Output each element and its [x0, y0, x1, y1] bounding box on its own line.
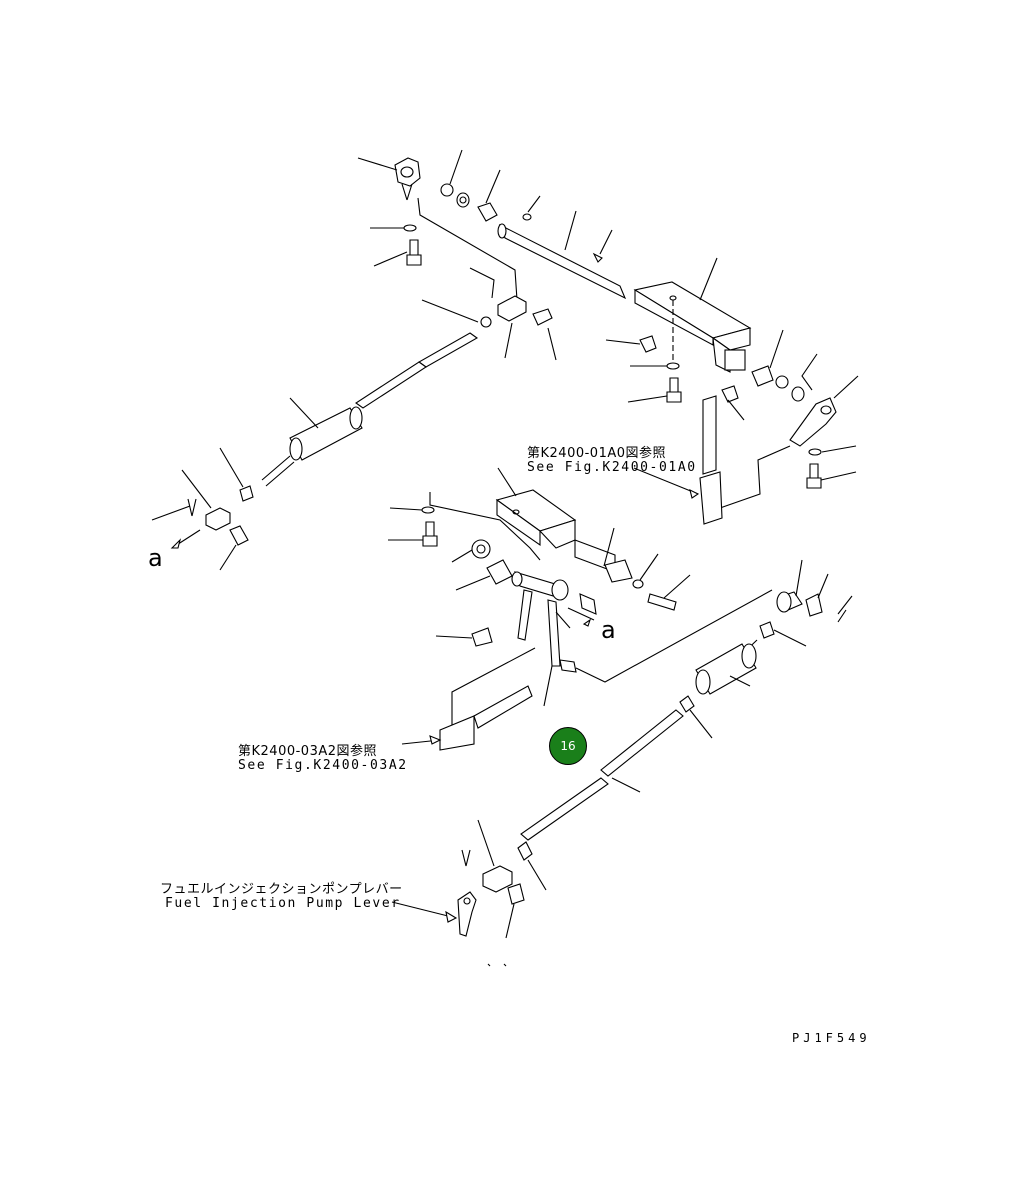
marker-a-center: a [601, 616, 616, 644]
right-bracket-assembly [605, 257, 859, 525]
reference-k2400-01a0-japanese: 第K2400-01A0図参照 [527, 446, 667, 461]
reference-k2400-01a0-english: See Fig.K2400-01A0 [527, 460, 697, 475]
pump-lever-english-label: Fuel Injection Pump Lever [165, 896, 401, 911]
callout-badge[interactable]: 16 [549, 727, 587, 765]
reference-k2400-03a2-japanese: 第K2400-03A2図参照 [238, 744, 378, 759]
reference-k2400-03a2-english: See Fig.K2400-03A2 [238, 758, 408, 773]
center-lever-assembly [388, 467, 773, 751]
pump-lever-japanese-label: フュエルインジェクションポンプレバー [160, 882, 403, 897]
lower-rod-assembly [391, 559, 853, 967]
marker-a-left: a [148, 544, 163, 572]
upper-rod-assembly [151, 332, 479, 571]
drawing-code: PJ1F549 [792, 1031, 871, 1045]
upper-lever-assembly [357, 149, 627, 361]
